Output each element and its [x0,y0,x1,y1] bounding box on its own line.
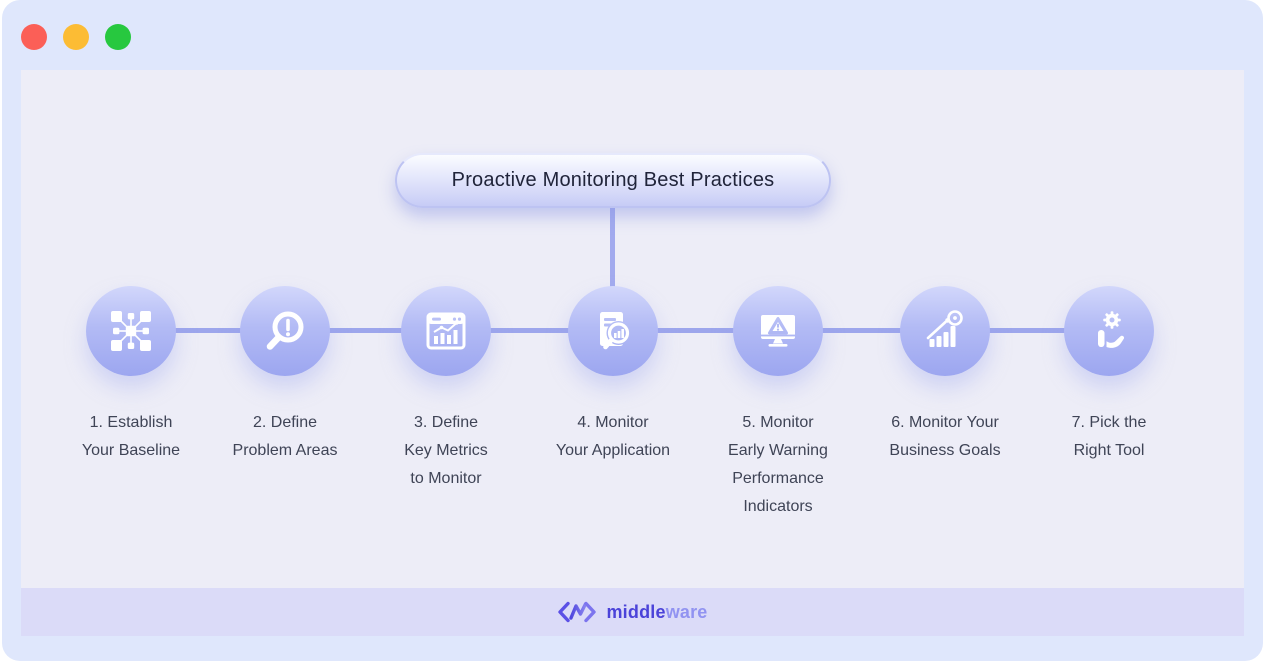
network-grid-icon [111,311,151,351]
brand-name-bold: middle [606,601,666,622]
step-2-label: 2. Define Problem Areas [232,414,338,459]
step-6-label: 6. Monitor Your Business Goals [889,414,1001,459]
step-6-circle [900,286,990,376]
step-1-label: 1. Establish Your Baseline [81,414,181,459]
close-button[interactable] [21,24,47,50]
step-2: 2. Define Problem Areas [205,286,365,465]
step-3: 3. Define Key Metrics to Monitor [366,286,526,493]
title-connector-line [610,206,615,290]
window-titlebar [2,0,1263,70]
goal-target-chart-icon [926,310,963,347]
step-3-label: 3. Define Key Metrics to Monitor [404,414,488,487]
step-5-circle [733,286,823,376]
step-5: 5. Monitor Early Warning Performance Ind… [698,286,858,521]
brand-name-light: ware [665,601,708,622]
step-4: 4. Monitor Your Application [533,286,693,465]
step-5-label: 5. Monitor Early Warning Performance Ind… [728,414,828,515]
zoom-button[interactable] [105,24,131,50]
step-4-circle [568,286,658,376]
step-7-label: 7. Pick the Right Tool [1071,414,1147,459]
step-3-circle [401,286,491,376]
step-2-circle [240,286,330,376]
minimize-button[interactable] [63,24,89,50]
middleware-logo [558,601,597,623]
step-7-circle [1064,286,1154,376]
step-1: 1. Establish Your Baseline [51,286,211,465]
step-4-label: 4. Monitor Your Application [555,414,671,459]
monitor-warning-icon [754,307,802,355]
report-analysis-icon [589,307,637,355]
hand-gear-icon [1085,307,1133,355]
diagram-canvas: Proactive Monitoring Best Practices [21,70,1244,636]
magnifier-alert-icon [266,311,304,350]
step-1-circle [86,286,176,376]
dashboard-chart-icon [422,307,470,355]
step-7: 7. Pick the Right Tool [1029,286,1189,465]
diagram-title: Proactive Monitoring Best Practices [451,169,775,191]
diagram-title-pill: Proactive Monitoring Best Practices [395,153,831,208]
step-6: 6. Monitor Your Business Goals [865,286,1025,465]
